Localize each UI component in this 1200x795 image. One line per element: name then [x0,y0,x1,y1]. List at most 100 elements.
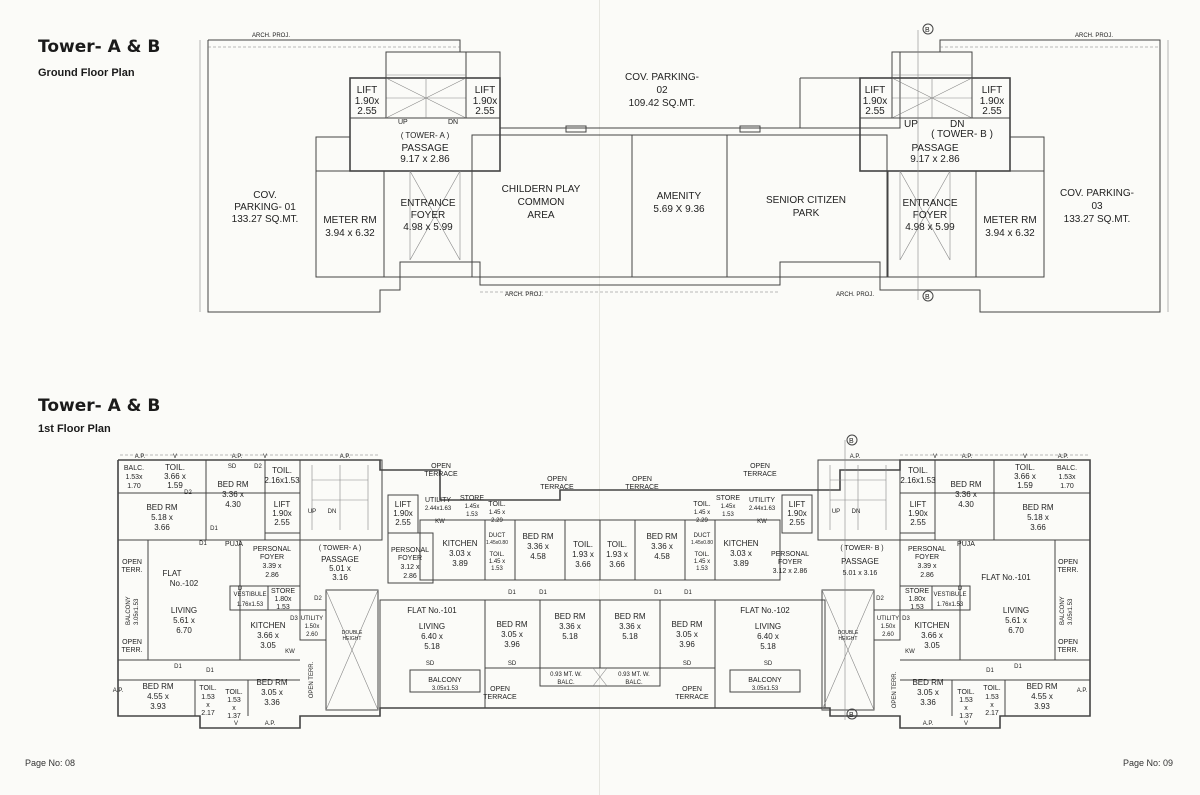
bedroom-dim: 3.93 [1034,702,1050,711]
lift-dim: 2.55 [982,106,1002,117]
bedroom-label: BED RM [950,480,981,489]
bedroom-dim: 3.96 [679,640,695,649]
play-area-label: CHILDERN PLAY [502,184,581,195]
section-b-top: B [925,27,930,34]
ap-tag: A.P. [962,454,973,460]
d-tag: D [238,586,243,592]
kitchen-dim: 3.05 [260,641,276,650]
page-number-right: Page No: 09 [1123,758,1174,768]
toilet-label: TOIL. [695,552,710,558]
ap-tag: A.P. [850,454,861,460]
toilet-dim: 3.66 x [164,472,186,481]
lift-dim: 2.55 [865,106,885,117]
toilet-dim: 2.17 [985,710,999,717]
lift-dim: 1.90x [787,509,807,518]
living-label: LIVING [755,622,781,631]
kitchen-label: KITCHEN [914,621,949,630]
bedroom-label: BED RM [614,612,645,621]
open-terrace-label: TERRACE [424,471,458,478]
lift-label: LIFT [475,85,496,96]
sd-tag: SD [426,661,435,667]
toilet-dim: 1.93 x [606,550,628,559]
toilet-dim: 1.45 x [489,559,505,565]
open-terrace-label: TERRACE [743,471,777,478]
tower-b-label: ( TOWER- B ) [840,545,883,552]
living-dim: 5.61 x [173,616,195,625]
puja-label: PUJA [957,541,975,548]
v-tag: V [173,454,177,460]
open-terrace-label: OPEN [490,686,510,693]
toilet-dim: 1.45 x [489,510,505,516]
open-terrace-label: OPEN [750,463,770,470]
bedroom-dim: 5.18 [562,632,578,641]
passage-dim: 5.01 x 3.16 [843,570,878,577]
tower-a-label: ( TOWER- A ) [319,545,362,552]
amenity-label: AMENITY [657,191,702,202]
vestibule-dim: 1.76x1.53 [237,602,264,608]
stair-up: UP [904,119,918,130]
flat-102-label: FLAT [163,569,182,578]
balcony-width: BALC. [557,680,575,686]
toilet-dim: 2.29 [696,518,708,524]
puja-label: PUJA [225,541,243,548]
d1-tag: D1 [174,664,182,670]
living-dim: 6.40 x [421,632,443,641]
toilet-dim: 1.53 [227,697,241,704]
parking-01-area: 133.27 SQ.MT. [232,214,299,225]
utility-dim: 2.44x1.63 [749,506,776,512]
page-number-left: Page No: 08 [25,758,76,768]
lift-dim: 1.90x [393,509,413,518]
lift-dim: 1.90x [272,509,292,518]
ap-tag: A.P. [265,721,276,727]
lift-label: LIFT [789,500,806,509]
v-tag: V [933,454,937,460]
bedroom-dim: 5.18 [622,632,638,641]
bedroom-dim: 3.36 [920,698,936,707]
passage-label: PASSAGE [401,143,448,154]
toilet-label: TOIL. [573,540,593,549]
toilet-dim: 1.45 x [694,510,710,516]
d-tag: D [958,586,963,592]
toilet-dim: 1.93 x [572,550,594,559]
store-dim: 1.80x [274,596,292,603]
personal-foyer-label: FOYER [398,555,422,562]
section-b-bottom: B [925,294,930,301]
utility-dim: 2.60 [306,632,318,638]
duct-dim: 1.45x0.80 [691,540,713,546]
bedroom-label: BED RM [522,532,553,541]
balcony-dim: 1.53x [1058,474,1076,481]
ap-tag: A.P. [1058,454,1069,460]
toilet-dim: x [206,702,210,709]
vestibule-dim: 1.76x1.53 [937,602,964,608]
double-height-label: HEIGHT [839,636,858,642]
toilet-label: TOIL. [225,689,242,696]
entrance-label: ENTRANCE [400,198,455,209]
store-dim: 1.45x [721,504,736,510]
personal-foyer-dim: 3.39 x [917,563,937,570]
section-b-top: B [849,438,854,445]
meter-room-label: METER RM [983,215,1036,226]
balcony-dim: 3.05x1.53 [1068,598,1074,625]
section-b-bottom: B [849,712,854,719]
v-tag: V [964,721,968,727]
sd-tag: SD [764,661,773,667]
toilet-dim: x [964,705,968,712]
flat-102-label: No.-102 [170,579,199,588]
parking-02-area: 109.42 SQ.MT. [629,98,696,109]
living-dim: 5.61 x [1005,616,1027,625]
utility-label: UTILITY [301,616,323,622]
passage-label: PASSAGE [321,555,359,564]
lift-dim: 1.90x [863,96,887,107]
open-terrace-label: TERR. [122,567,143,574]
toilet-dim: 2.17 [201,710,215,717]
duct-dim: 1.45x0.80 [486,540,508,546]
living-label: LIVING [1003,606,1029,615]
foyer-label: FOYER [411,210,445,221]
kw-tag: KW [285,649,295,655]
open-terrace-label: OPEN [1058,639,1078,646]
store-label: STORE [460,495,484,502]
passage-label: PASSAGE [911,143,958,154]
d1-tag: D1 [654,590,662,596]
personal-foyer-label: FOYER [260,554,284,561]
